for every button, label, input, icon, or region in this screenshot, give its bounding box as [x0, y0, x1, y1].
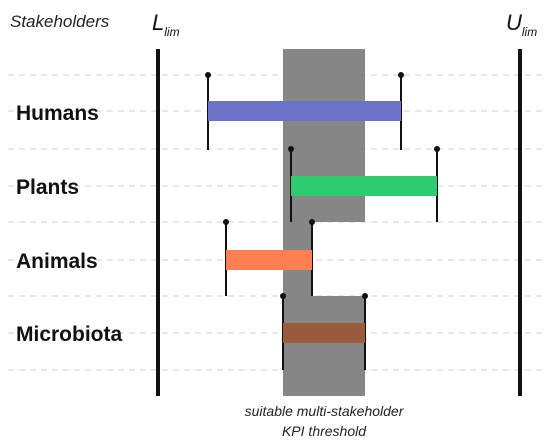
- stakeholder-row-animals: [223, 219, 315, 296]
- stakeholder-label-animals: Animals: [16, 250, 98, 273]
- range-left-dot: [223, 219, 229, 225]
- range-left-dot: [280, 293, 286, 299]
- range-right-dot: [434, 146, 440, 152]
- stakeholder-row-humans: [205, 72, 404, 150]
- lower-limit-subscript: lim: [164, 25, 179, 39]
- stakeholder-label-humans: Humans: [16, 102, 99, 125]
- lower-limit-symbol: L: [152, 10, 164, 35]
- upper-limit-subscript: lim: [522, 25, 537, 39]
- microbiota-range-bar: [283, 323, 365, 343]
- range-left-dot: [288, 146, 294, 152]
- lower-limit-label: Llim: [152, 10, 180, 39]
- stakeholder-row-microbiota: [280, 293, 368, 370]
- range-right-dot: [309, 219, 315, 225]
- stakeholders-header: Stakeholders: [10, 12, 110, 31]
- upper-limit-label: Ulim: [506, 10, 537, 39]
- upper-limit-symbol: U: [506, 10, 522, 35]
- humans-range-bar: [208, 101, 401, 121]
- plants-range-bar: [291, 176, 437, 196]
- animals-range-bar: [226, 250, 312, 270]
- threshold-caption-line2: KPI threshold: [282, 423, 367, 439]
- threshold-caption-line1: suitable multi-stakeholder: [245, 403, 405, 419]
- range-right-dot: [398, 72, 404, 78]
- threshold-region: [283, 49, 365, 396]
- range-left-dot: [205, 72, 211, 78]
- stakeholder-label-plants: Plants: [16, 176, 79, 199]
- stakeholder-row-plants: [288, 146, 440, 222]
- range-right-dot: [362, 293, 368, 299]
- stakeholder-label-microbiota: Microbiota: [16, 323, 122, 346]
